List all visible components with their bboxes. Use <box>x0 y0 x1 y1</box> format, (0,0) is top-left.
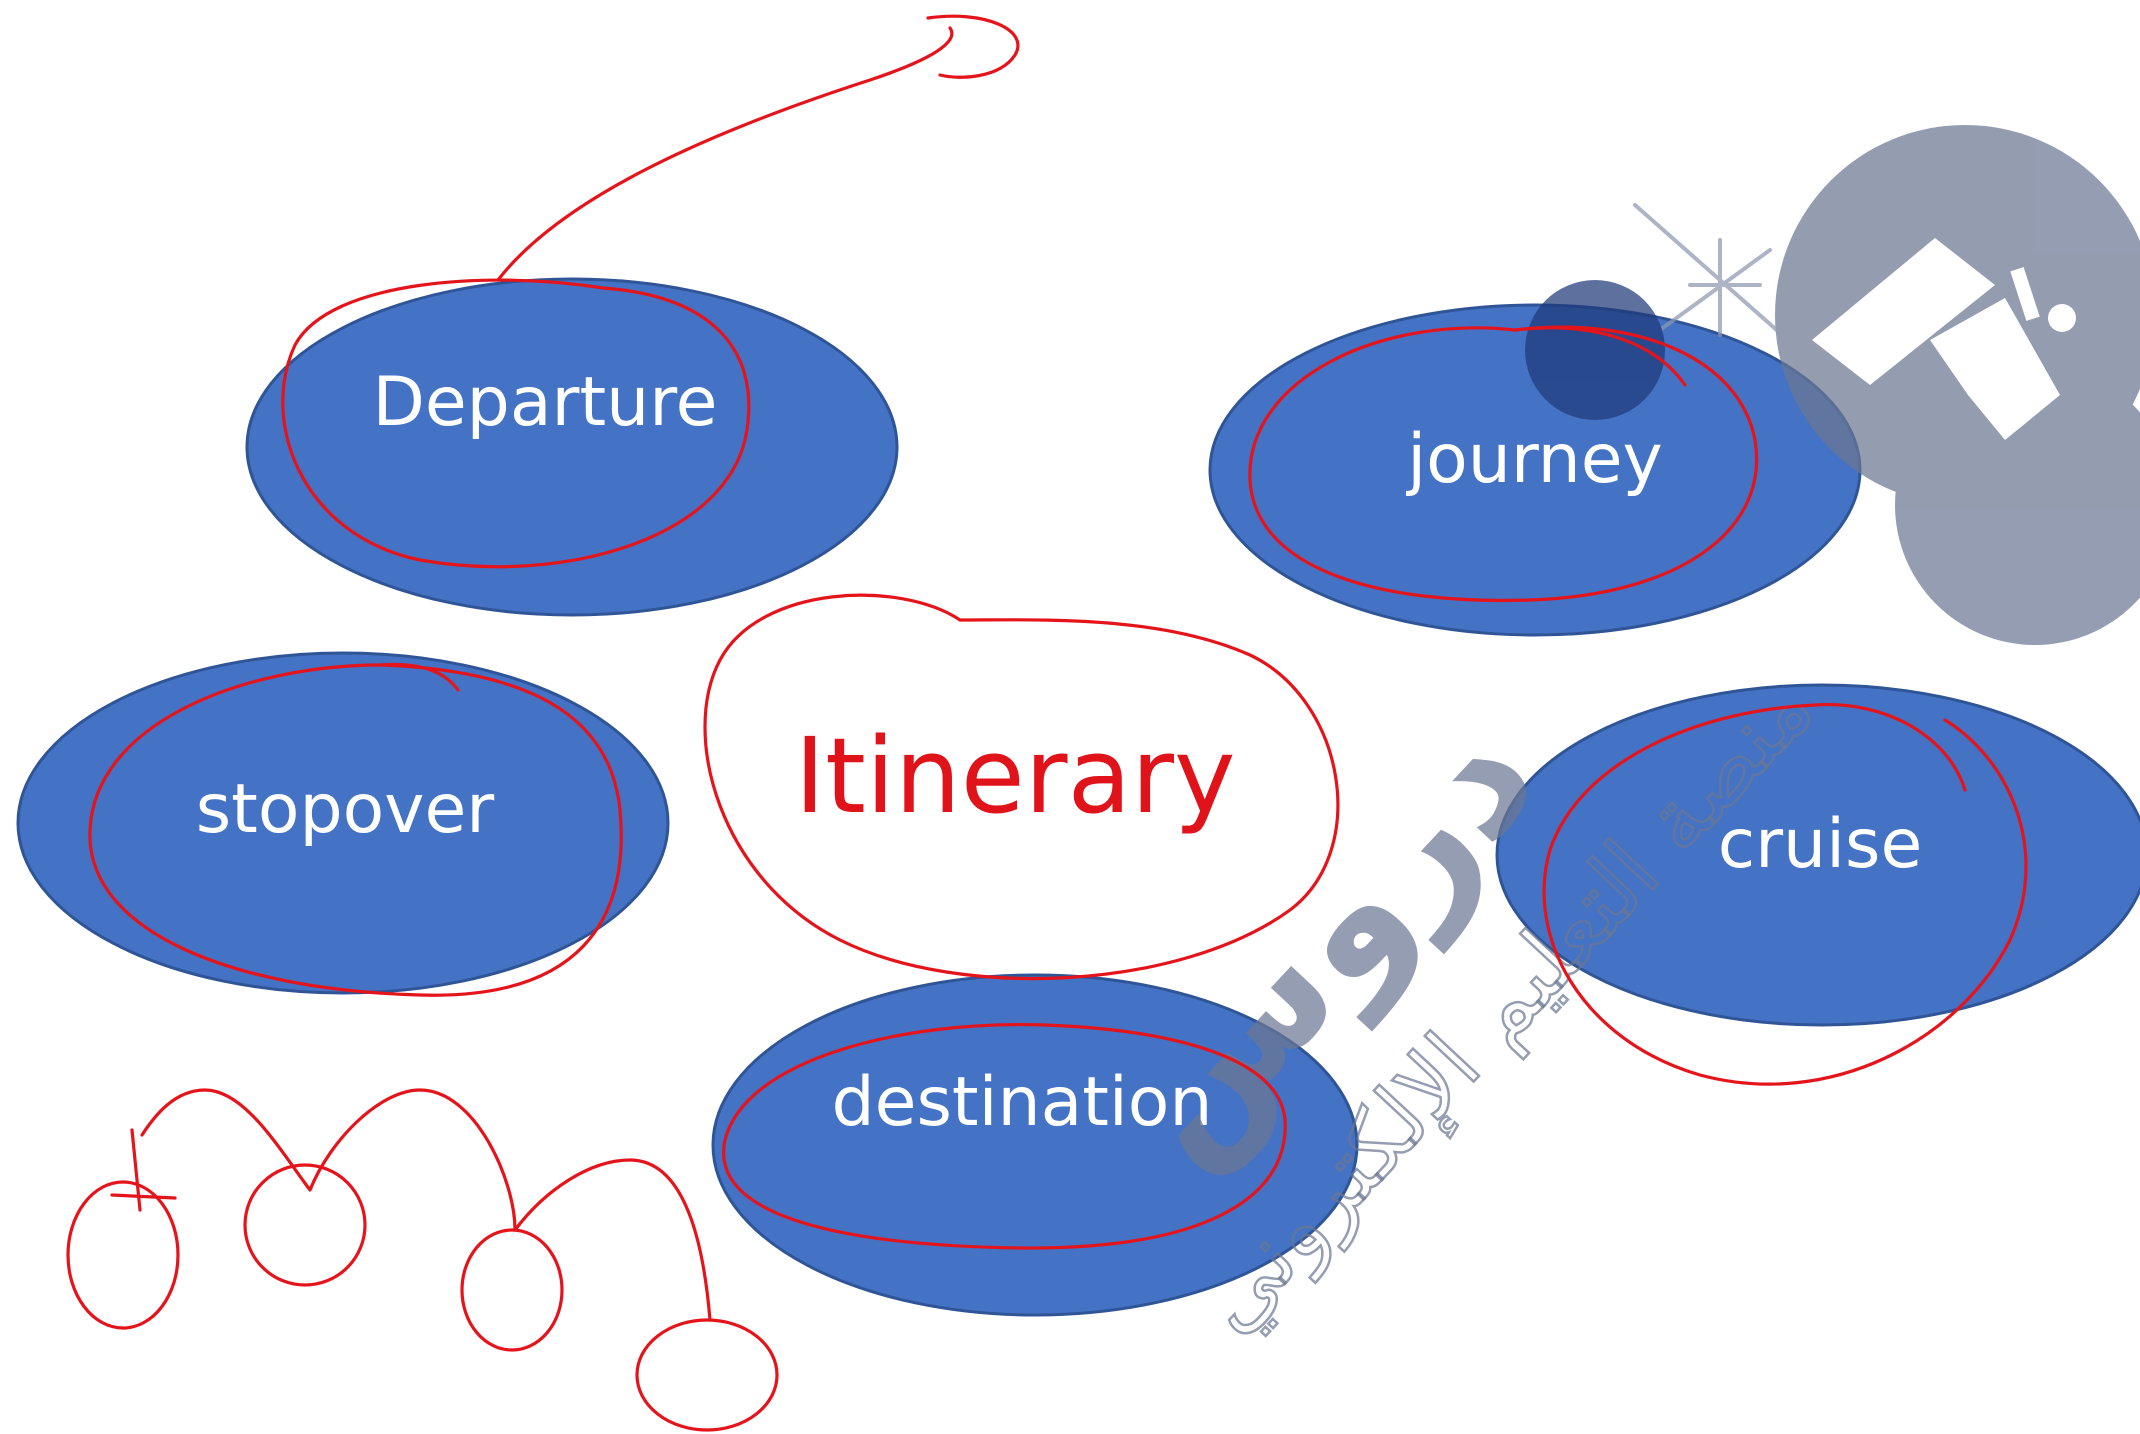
node-departure: Departure <box>245 277 899 617</box>
handwritten-annotations <box>66 14 2028 1432</box>
cruise-circle-stroke <box>1542 703 2028 1086</box>
journey-circle-tail <box>1513 326 1687 387</box>
doodle-circle-1 <box>66 1180 180 1330</box>
node-cruise: cruise <box>1495 683 2140 1027</box>
node-stopover-label: stopover <box>196 770 495 849</box>
doodle-cross-stroke <box>110 1128 177 1212</box>
node-cruise-label: cruise <box>1718 805 1923 884</box>
node-journey-label: journey <box>1405 420 1663 499</box>
node-cruise-shape <box>1495 683 2140 1027</box>
doodle-path-stroke <box>140 1088 712 1322</box>
loop-doodle <box>66 1088 779 1432</box>
watermark-logo <box>1525 125 2140 645</box>
itinerary-cloud-stroke <box>703 593 1340 981</box>
node-journey: journey <box>1208 303 1862 637</box>
node-stopover-shape <box>16 651 670 995</box>
journey-circle-stroke <box>1248 325 1759 603</box>
node-stopover: stopover <box>16 651 670 995</box>
departure-circle-stroke <box>281 278 751 569</box>
logo-circle-small <box>1895 365 2140 645</box>
center-label-itinerary: Itinerary <box>794 715 1235 837</box>
stopover-circle-tail <box>378 662 460 692</box>
graduation-cap-icon <box>1812 238 2076 440</box>
node-departure-label: Departure <box>372 363 717 442</box>
cruise-circle-tail <box>1813 702 1967 792</box>
destination-circle-stroke <box>722 1022 1287 1250</box>
node-destination-label: destination <box>831 1063 1212 1142</box>
stopover-circle-stroke <box>88 663 623 997</box>
node-destination: destination <box>711 973 1359 1317</box>
doodle-circle-4 <box>635 1318 779 1432</box>
doodle-circle-3 <box>460 1228 564 1352</box>
node-departure-shape <box>245 277 899 617</box>
arrow-up-stroke <box>496 26 954 282</box>
logo-dot-icon <box>1525 280 1665 420</box>
arrow-up-hook <box>926 14 1020 79</box>
node-destination-shape <box>711 973 1359 1317</box>
doodle-circle-2 <box>243 1163 367 1287</box>
